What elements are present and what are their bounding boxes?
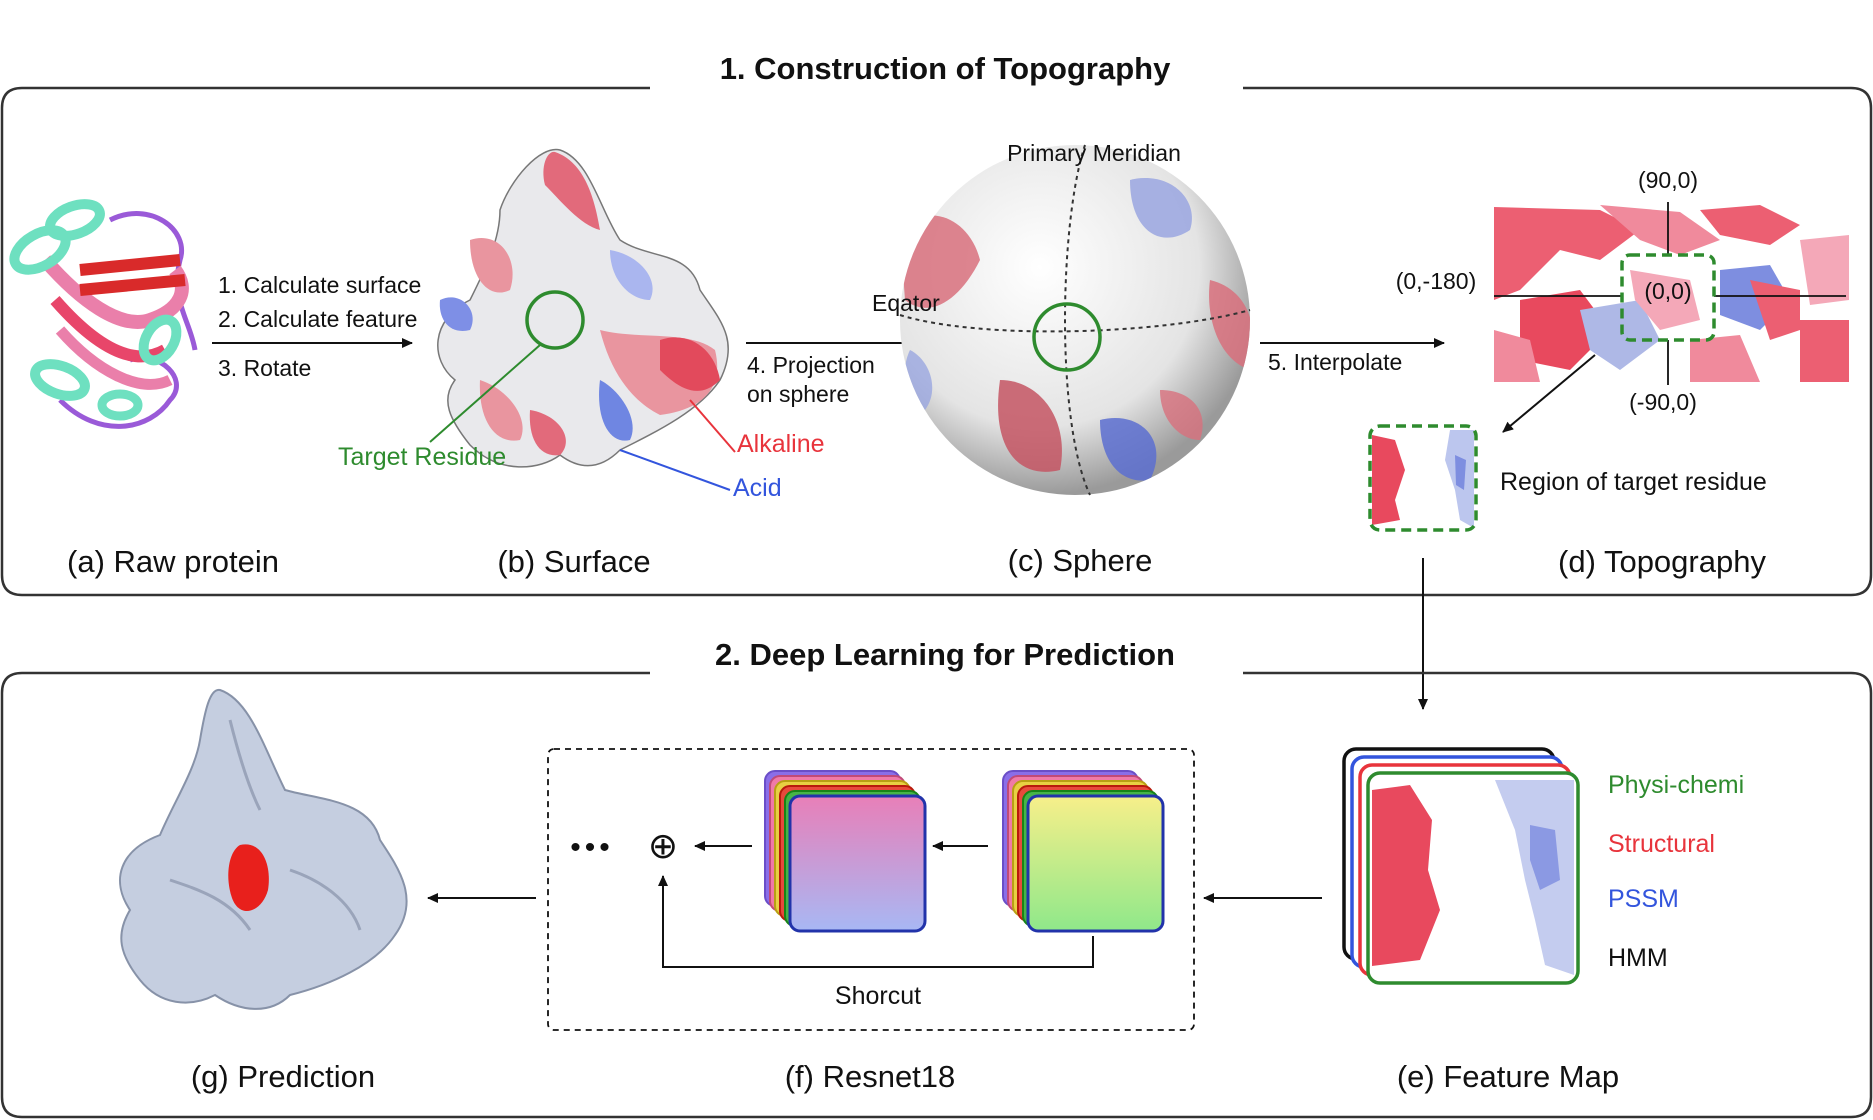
- caption-raw-protein: (a) Raw protein: [67, 544, 279, 579]
- section2-frame: [0, 671, 1873, 1119]
- residual-sum-icon: ⊕: [648, 825, 678, 866]
- section2-title: 2. Deep Learning for Prediction: [715, 637, 1175, 672]
- target-residue-leader: [429, 344, 541, 443]
- alkaline-leader: [689, 399, 736, 453]
- caption-feature-map: (e) Feature Map: [1397, 1059, 1619, 1094]
- caption-sphere: (c) Sphere: [1008, 543, 1153, 578]
- topo-label-top: (90,0): [1638, 167, 1698, 193]
- section1-frame: [0, 86, 1873, 597]
- step3-label: 3. Rotate: [218, 355, 311, 381]
- topo-target-box: [1620, 253, 1716, 342]
- caption-prediction: (g) Prediction: [191, 1059, 375, 1094]
- resnet-block-right: [1002, 770, 1165, 933]
- ellipsis-icon: •••: [570, 831, 614, 864]
- arrow-zoom-region: [1502, 354, 1596, 433]
- protein-surface: [437, 148, 729, 468]
- topo-label-center: (0,0): [1644, 278, 1691, 304]
- legend-pssm: PSSM: [1608, 885, 1679, 913]
- legend-structural: Structural: [1608, 830, 1715, 858]
- acid-leader: [619, 449, 731, 491]
- legend-physi-chemi: Physi-chemi: [1608, 771, 1744, 799]
- topography-map: [1494, 205, 1849, 382]
- resnet-block-left: [764, 770, 927, 933]
- step4-label-line2: on sphere: [747, 381, 849, 407]
- step4-label-line1: 4. Projection: [747, 352, 875, 378]
- prediction-surface: [119, 688, 408, 1010]
- target-residue-label: Target Residue: [338, 443, 506, 471]
- caption-topography: (d) Topography: [1558, 544, 1766, 579]
- topo-label-bottom: (-90,0): [1629, 389, 1697, 415]
- caption-resnet18: (f) Resnet18: [785, 1059, 956, 1094]
- topo-label-left: (0,-180): [1396, 268, 1477, 294]
- predicted-residue-mark: [228, 844, 269, 912]
- shortcut-label: Shorcut: [835, 982, 921, 1010]
- alkaline-label: Alkaline: [737, 430, 825, 458]
- step2-label: 2. Calculate feature: [218, 306, 417, 332]
- target-region-thumbnail: [1368, 424, 1478, 532]
- acid-label: Acid: [733, 474, 782, 502]
- region-label: Region of target residue: [1500, 468, 1767, 496]
- projection-sphere: [899, 144, 1251, 496]
- caption-surface: (b) Surface: [497, 544, 650, 579]
- legend-hmm: HMM: [1608, 944, 1668, 972]
- target-residue-circle: [525, 290, 585, 350]
- raw-protein-ribbon: [9, 199, 198, 429]
- resnet-dashed-box: [547, 748, 1195, 1031]
- primary-meridian-label: Primary Meridian: [1007, 140, 1181, 166]
- feature-map-stack: [1342, 747, 1580, 985]
- shortcut-connection: [658, 875, 1094, 968]
- sphere-target-circle: [1032, 302, 1102, 372]
- step5-label: 5. Interpolate: [1268, 349, 1402, 375]
- section1-title: 1. Construction of Topography: [720, 51, 1171, 86]
- equator-label: Eqator: [872, 290, 940, 316]
- step1-label: 1. Calculate surface: [218, 272, 421, 298]
